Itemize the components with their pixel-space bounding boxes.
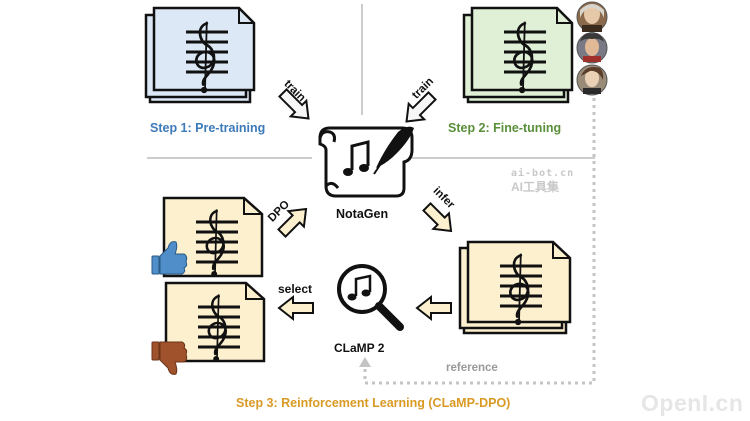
- notagen-label: NotaGen: [336, 207, 389, 221]
- composer-portrait-1: [576, 1, 608, 33]
- train-arrow-right: [405, 91, 437, 123]
- infer-arrow: [422, 202, 453, 233]
- finetune-score-stack: [462, 6, 574, 104]
- generated-score-stack: [458, 240, 572, 335]
- thumbs-down-icon: [151, 341, 188, 375]
- step2-label: Step 2: Fine-tuning: [448, 121, 562, 135]
- select-label: select: [278, 282, 313, 296]
- composer-portrait-3: [576, 64, 608, 96]
- reference-connector: [359, 98, 596, 385]
- composer-portrait-2: [576, 32, 608, 64]
- dpo-arrow: [277, 207, 308, 238]
- pretrain-score-stack: [144, 6, 256, 104]
- train-arrow-left: [278, 88, 310, 120]
- clamp-magnifier-icon: [337, 264, 404, 331]
- watermark-name: AI工具集: [511, 180, 560, 194]
- reference-label: reference: [446, 362, 498, 374]
- step3-label: Step 3: Reinforcement Learning (CLaMP-DP…: [236, 396, 511, 410]
- watermark-site: ai-bot.cn: [511, 168, 575, 179]
- select-arrow: [277, 294, 314, 322]
- clamp-label: CLaMP 2: [334, 341, 385, 355]
- step1-label: Step 1: Pre-training: [150, 121, 266, 135]
- evaluate-arrow: [415, 294, 452, 322]
- composer-portraits: [576, 1, 608, 96]
- thumbs-up-icon: [151, 241, 188, 275]
- watermark-corner: OpenI.cn: [641, 390, 744, 416]
- section-dividers: [147, 4, 595, 159]
- notagen-scroll-icon: [318, 126, 414, 198]
